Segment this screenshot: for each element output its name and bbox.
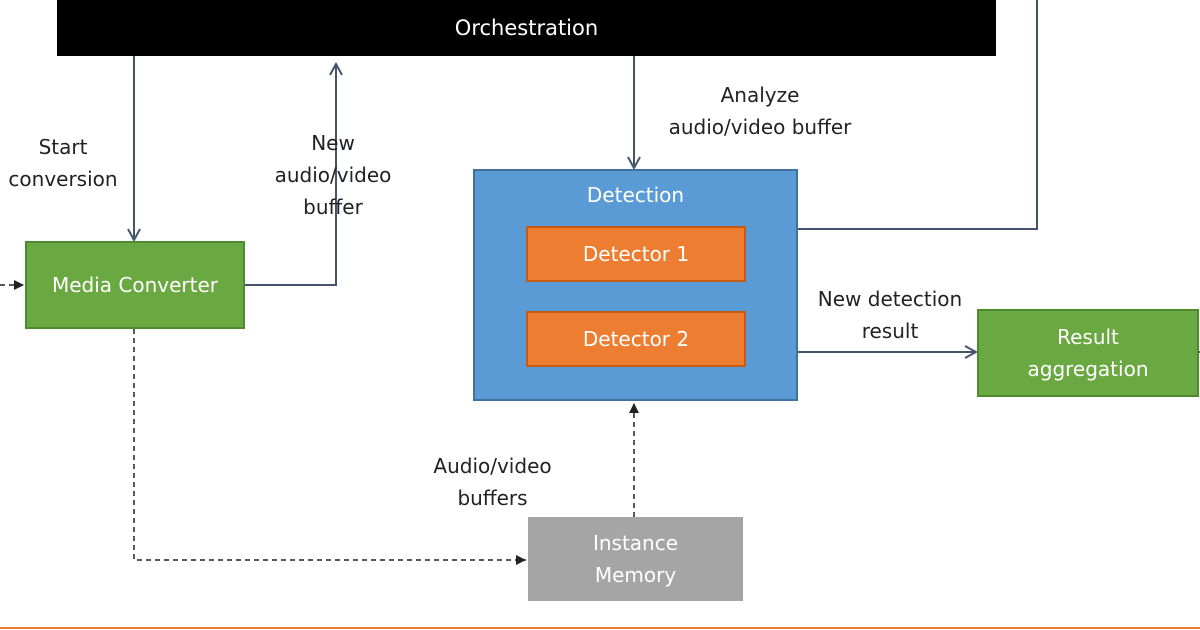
arrow-buffers-to-memory: [133, 329, 526, 565]
label-new-result: New detection result: [817, 287, 963, 343]
arrow-new-buffer: [245, 64, 336, 286]
label-analyze: Analyze audio/video buffer: [668, 83, 852, 139]
detector-1-box: Detector 1: [526, 226, 746, 282]
media-converter-box: Media Converter: [25, 241, 245, 329]
label-new-buffer: New audio/video buffer: [274, 131, 392, 219]
orchestration-box: Orchestration: [57, 0, 996, 56]
result-aggregation-box: Result aggregation: [977, 309, 1199, 397]
label-start-conversion: Start conversion: [8, 135, 118, 191]
label-buffers: Audio/video buffers: [433, 454, 552, 510]
instance-memory-box: Instance Memory: [528, 517, 743, 601]
detector-2-box: Detector 2: [526, 311, 746, 367]
bottom-rule: [0, 627, 1200, 629]
line-detection-feedback: [798, 0, 1038, 230]
